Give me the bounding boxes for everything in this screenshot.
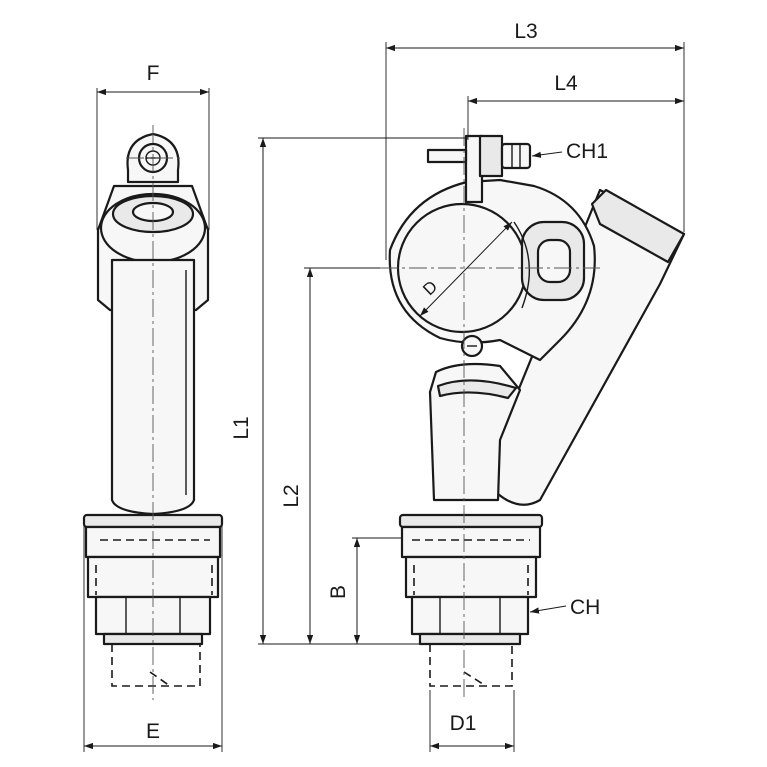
side-bolt-shank <box>426 148 468 164</box>
dim-d-line <box>419 221 513 317</box>
label-e: E <box>146 720 160 743</box>
label-ch: CH <box>570 596 600 619</box>
side-body-lower <box>404 555 538 599</box>
front-view <box>82 125 224 700</box>
side-hex-nut <box>410 595 530 636</box>
label-ch1: CH1 <box>566 140 608 163</box>
label-l4: L4 <box>554 72 578 95</box>
side-body-upper <box>400 525 542 559</box>
dimensions <box>83 42 685 752</box>
label-l2: L2 <box>280 484 303 507</box>
ch1-leader <box>531 151 563 158</box>
front-hex-nut <box>94 595 212 636</box>
dimension-labels: F E L3 L4 L1 L2 B D D1 CH CH1 <box>146 20 608 743</box>
label-l1: L1 <box>230 416 253 439</box>
label-b: B <box>327 585 350 599</box>
side-ch1-nut <box>500 142 532 170</box>
label-f: F <box>147 62 160 85</box>
label-l3: L3 <box>514 20 537 43</box>
side-neck <box>428 362 522 502</box>
side-view <box>380 128 686 700</box>
side-branch-cap <box>590 188 686 264</box>
ch-leader <box>529 605 567 614</box>
label-d1: D1 <box>450 712 477 735</box>
side-collar <box>398 513 544 529</box>
side-nut-base <box>418 632 522 646</box>
side-bolt-tab <box>478 134 504 178</box>
